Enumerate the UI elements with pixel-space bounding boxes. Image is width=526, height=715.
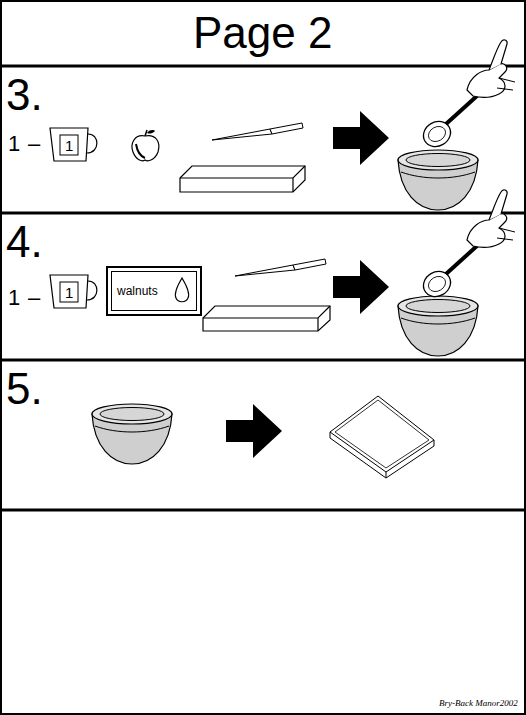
step-number: 3.: [6, 73, 43, 117]
dash: –: [28, 287, 40, 309]
dash: –: [28, 133, 40, 155]
quantity-number: 1: [8, 287, 20, 309]
step-number: 5.: [6, 367, 43, 411]
step-panel: 3.1: [0, 67, 526, 212]
cup-outline: [48, 272, 100, 310]
step-panel: 4. 1 walnuts: [0, 214, 526, 359]
package-label: walnuts: [117, 285, 158, 297]
measuring-cup: 1: [48, 125, 100, 163]
cup-amount: 1: [65, 285, 73, 300]
step-number: 4.: [6, 220, 43, 264]
quantity-number: 1: [8, 133, 20, 155]
walnut-package: walnuts: [106, 266, 202, 316]
walnut-icon: [172, 276, 192, 304]
page-title: Page 2: [193, 11, 332, 55]
step-panel: 5.: [0, 361, 526, 509]
measuring-cup: 1: [48, 272, 100, 310]
cup-outline: [48, 125, 100, 163]
cup-amount: 1: [65, 138, 73, 153]
credit-note: Bry-Back Manor2002: [439, 699, 518, 708]
